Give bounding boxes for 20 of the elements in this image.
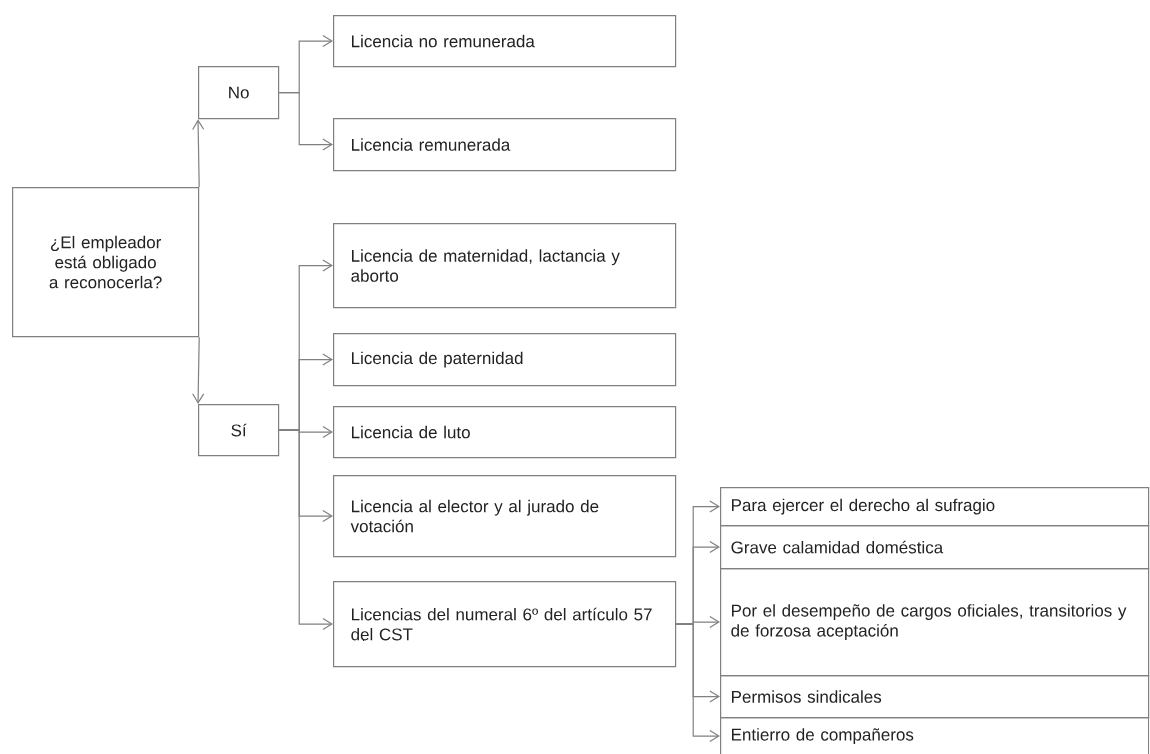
- arrow: [192, 336, 205, 404]
- outcome-box: Para ejercer el derecho al sufragio: [720, 487, 1150, 527]
- outcome-box: Licencia no remunerada: [333, 15, 677, 68]
- outcome-box: Permisos sindicales: [720, 675, 1150, 719]
- arrow: [192, 119, 205, 188]
- question-box: ¿El empleador está obligado a reconocerla?: [12, 187, 200, 338]
- arrow: [278, 429, 333, 631]
- arrow: [278, 92, 333, 151]
- arrow: [675, 623, 720, 743]
- outcome-box: Grave calamidad doméstica: [720, 525, 1150, 570]
- outcome-box: Licencia remunerada: [333, 118, 677, 172]
- outcome-box: Entierro de compañeros: [720, 717, 1150, 754]
- outcome-box: Licencia de paternidad: [333, 333, 677, 387]
- outcome-box: Por el desempeño de cargos oficiales, transitorios y de forzosa aceptación: [720, 568, 1150, 677]
- outcome-box: Licencia de luto: [333, 406, 677, 459]
- answer-box: Sí: [198, 404, 280, 457]
- outcome-box: Licencia al elector y al jurado de votación: [333, 475, 677, 558]
- outcome-box: Licencias del numeral 6º del artículo 57 del CST: [333, 581, 677, 668]
- outcome-box: Licencia de maternidad, lactancia y aborto: [333, 223, 677, 309]
- answer-box: No: [198, 66, 280, 120]
